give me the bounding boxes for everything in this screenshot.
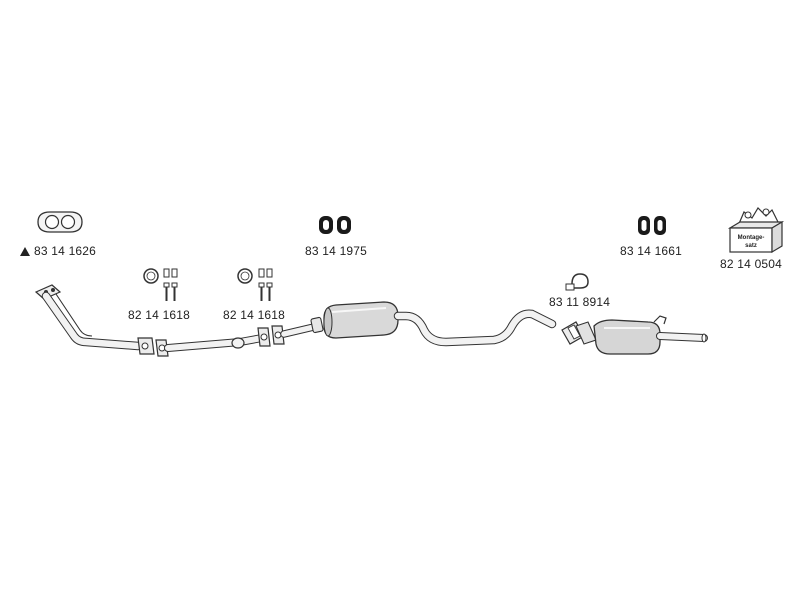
- hanger-middle-part-number: 83 14 1975: [305, 244, 368, 258]
- pipe-clamp-icon[interactable]: [565, 273, 589, 291]
- bolt-kit-front-part-number: 82 14 1618: [128, 308, 191, 322]
- rear-hanger-icon[interactable]: [638, 216, 666, 235]
- rear-silencer-inlet[interactable]: [561, 321, 597, 345]
- center-silencer-inlet-pipe[interactable]: [280, 316, 324, 338]
- clamp-rear-part-number: 83 11 8914: [549, 295, 611, 309]
- mounting-kit-box-icon[interactable]: Montage- satz: [727, 207, 785, 254]
- warning-triangle-icon: [20, 247, 30, 256]
- middle-hanger-icon[interactable]: [319, 216, 351, 234]
- bolt-kit-middle-part-number: 82 14 1618: [223, 308, 286, 322]
- tail-pipe[interactable]: [656, 332, 708, 343]
- front-bolt-kit-icon[interactable]: [143, 268, 178, 301]
- center-silencer[interactable]: [323, 301, 399, 339]
- rear-silencer[interactable]: [593, 315, 667, 355]
- front-pipe[interactable]: [41, 291, 143, 351]
- intermediate-pipe[interactable]: [164, 334, 266, 352]
- mounting-kit-part-number: 82 14 0504: [720, 257, 783, 271]
- gasket-front-part-number: 83 14 1626: [20, 244, 96, 258]
- rear-pipe[interactable]: [393, 309, 557, 347]
- svg-text:satz: satz: [745, 243, 757, 249]
- mounting-kit-box-text: Montage-: [738, 235, 765, 241]
- middle-flange-joint[interactable]: [257, 325, 285, 347]
- hanger-rear-part-number: 83 14 1661: [620, 244, 683, 258]
- front-flange-joint[interactable]: [137, 337, 169, 357]
- middle-bolt-kit-icon[interactable]: [237, 268, 273, 301]
- gasket-front-part-number-text: 83 14 1626: [34, 244, 97, 258]
- front-gasket-icon[interactable]: [37, 211, 83, 233]
